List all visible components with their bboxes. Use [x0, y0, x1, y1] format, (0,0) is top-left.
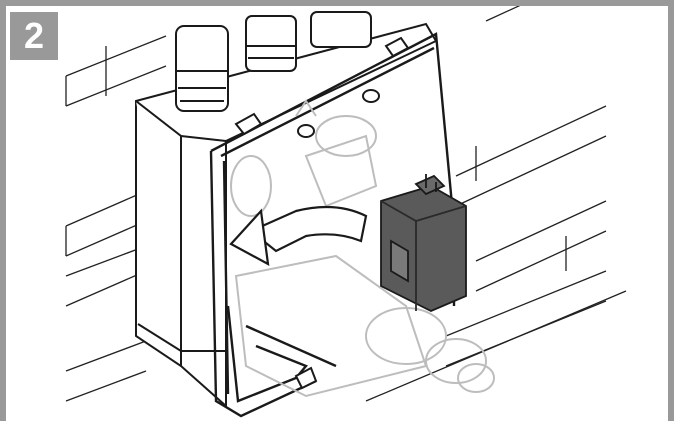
electronic-module [380, 174, 467, 312]
step-number-badge: 2 [10, 12, 58, 60]
wall-tiles [65, 6, 627, 402]
valve-body [230, 89, 495, 398]
rotate-arrow-icon [229, 205, 368, 266]
supply-pipes [175, 11, 372, 112]
installation-illustration [65, 6, 627, 418]
frame-clips [234, 36, 410, 390]
